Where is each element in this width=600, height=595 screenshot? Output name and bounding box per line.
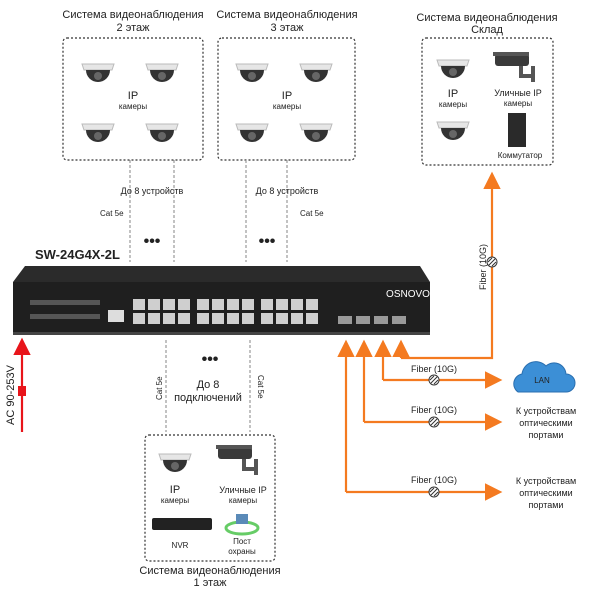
conn-count: подключений (174, 392, 242, 404)
dest-label: портами (529, 500, 564, 510)
dest-label: портами (529, 430, 564, 440)
floor3-title: Система видеонаблюдения (216, 9, 357, 21)
rj45-port (291, 313, 303, 324)
conn-count: До 8 (197, 379, 220, 391)
rj45-port (276, 299, 288, 310)
cable-label: Cat 5e (100, 209, 124, 218)
fiber-links: Fiber (10G) Fiber (10G) Fiber (10G) Fibe… (337, 171, 503, 501)
nvr-icon (152, 518, 212, 530)
rj45-port (212, 313, 224, 324)
floor2-title: Система видеонаблюдения (62, 9, 203, 21)
rj45-port (291, 299, 303, 310)
floor1-title: Система видеонаблюдения (139, 565, 280, 577)
power-plug-icon (18, 386, 26, 396)
rj45-port (163, 299, 175, 310)
warehouse-subtitle: Склад (471, 24, 503, 36)
cat5e-cable (165, 340, 251, 432)
rj45-port (197, 299, 209, 310)
floor2-subtitle: 2 этаж (117, 22, 151, 34)
fiber-label: Fiber (10G) (411, 475, 457, 485)
rj45-port (227, 299, 239, 310)
fiber-to-warehouse (401, 171, 501, 360)
cable-label: Cat 5e (155, 376, 164, 400)
rj45-port (178, 313, 190, 324)
cable-label: Cat 5e (300, 209, 324, 218)
dest-label: оптическими (519, 488, 572, 498)
switch-device: OSNOVO (13, 266, 430, 335)
console-port (108, 310, 124, 322)
cam-label: IP (282, 90, 292, 102)
power-label: AC 90-253V (5, 364, 17, 425)
rj45-port (242, 313, 254, 324)
lan-cloud-icon (513, 361, 576, 393)
ellipsis: ••• (202, 351, 219, 368)
fiber-connector-icon (486, 256, 498, 268)
floor2-group: Система видеонаблюдения 2 этаж IP камеры… (62, 9, 204, 262)
device-count: До 8 устройств (121, 186, 184, 196)
cat5e-cable (245, 160, 288, 262)
industrial-switch-icon (508, 113, 526, 147)
rj45-port (148, 313, 160, 324)
cable-label: Cat 5e (256, 375, 265, 399)
rj45-port (242, 299, 254, 310)
warehouse-group: Система видеонаблюдения Склад IP камеры … (416, 12, 558, 166)
floor1-subtitle: 1 этаж (194, 577, 228, 589)
sfp-port (338, 316, 352, 324)
rj45-port (276, 313, 288, 324)
cam-label: камеры (119, 102, 148, 111)
rj45-port (163, 313, 175, 324)
ellipsis: ••• (144, 233, 161, 250)
rj45-port (133, 313, 145, 324)
sfp-port (392, 316, 406, 324)
fiber-connector-icon (428, 374, 440, 386)
floor3-subtitle: 3 этаж (271, 22, 305, 34)
warehouse-title: Система видеонаблюдения (416, 12, 557, 24)
post-label: Пост (233, 537, 251, 546)
post-label: охраны (228, 547, 256, 556)
device-count: До 8 устройств (256, 186, 319, 196)
cam-label: IP (448, 88, 458, 100)
outdoor-label: Уличные IP (494, 88, 542, 98)
rj45-port (261, 313, 273, 324)
floor1-group: IP камеры Уличные IP камеры NVR Пост охр… (139, 434, 281, 589)
switch-label: Коммутатор (498, 151, 543, 160)
cat5e-cable (129, 160, 175, 262)
rj45-port (178, 299, 190, 310)
led-indicators (30, 314, 100, 319)
rj45-port (227, 313, 239, 324)
dest-label: К устройствам (516, 476, 576, 486)
rj45-port (212, 299, 224, 310)
outdoor-label: камеры (229, 496, 258, 505)
outdoor-label: камеры (504, 99, 533, 108)
rj45-port (261, 299, 273, 310)
led-indicators (30, 300, 100, 305)
sfp-port (374, 316, 388, 324)
fiber-connector-icon (428, 486, 440, 498)
cam-label: IP (170, 484, 180, 496)
rj45-port (133, 299, 145, 310)
fiber-label: Fiber (10G) (411, 364, 457, 374)
cam-label: камеры (161, 496, 190, 505)
fiber-label: Fiber (10G) (478, 244, 488, 290)
cam-label: IP (128, 90, 138, 102)
dest-label: К устройствам (516, 406, 576, 416)
rj45-port (197, 313, 209, 324)
cam-label: камеры (273, 102, 302, 111)
brand-logo: OSNOVO (386, 289, 430, 300)
rj45-port (148, 299, 160, 310)
lan-label: LAN (534, 376, 550, 385)
fiber-label: Fiber (10G) (411, 405, 457, 415)
dest-label: оптическими (519, 418, 572, 428)
switch-model: SW-24G4X-2L (35, 247, 120, 262)
cam-label: камеры (439, 100, 468, 109)
nvr-label: NVR (172, 541, 189, 550)
ellipsis: ••• (259, 233, 276, 250)
sfp-port (356, 316, 370, 324)
outdoor-label: Уличные IP (219, 485, 267, 495)
rj45-port (306, 313, 318, 324)
floor3-group: Система видеонаблюдения 3 этаж IP камеры… (216, 9, 358, 262)
rj45-port (306, 299, 318, 310)
fiber-connector-icon (428, 416, 440, 428)
